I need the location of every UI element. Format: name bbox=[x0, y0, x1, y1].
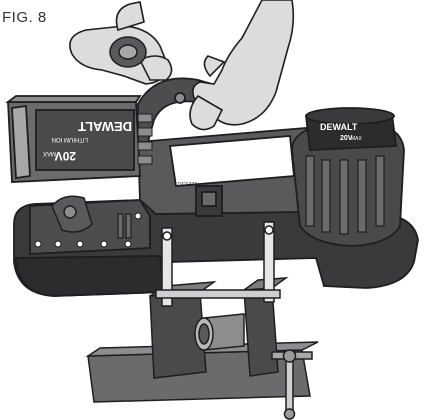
deck-slots bbox=[117, 213, 132, 239]
blade-tension-knob bbox=[51, 195, 93, 233]
locking-knob bbox=[109, 36, 147, 68]
lower-bolts bbox=[34, 212, 142, 248]
saw-center-frame bbox=[137, 127, 313, 217]
motor-voltage-suffix: MAX bbox=[351, 136, 363, 142]
battery-brand-text: DEWALT bbox=[78, 119, 132, 134]
motor-labels: DEWALT 20V MAX bbox=[320, 122, 363, 142]
battery-voltage-text: 20V bbox=[55, 149, 76, 163]
battery-labels: DEWALT 20V MAX LITHIUM ION bbox=[43, 119, 132, 163]
right-hand bbox=[189, 0, 295, 131]
workpiece-pipe bbox=[194, 313, 245, 351]
figure-label: FIG. 8 bbox=[2, 9, 47, 26]
model-number-text: DCS374 bbox=[178, 182, 197, 188]
vise-handle bbox=[285, 355, 294, 417]
motor-housing bbox=[291, 107, 405, 247]
battery-pack bbox=[5, 95, 153, 183]
motor-voltage-text: 20V bbox=[340, 135, 353, 142]
battery-voltage-suffix: MAX bbox=[43, 150, 56, 156]
motor-brand-text: DEWALT bbox=[320, 122, 358, 132]
blade-guards bbox=[155, 221, 281, 307]
battery-chemistry-text: LITHIUM ION bbox=[52, 136, 88, 142]
